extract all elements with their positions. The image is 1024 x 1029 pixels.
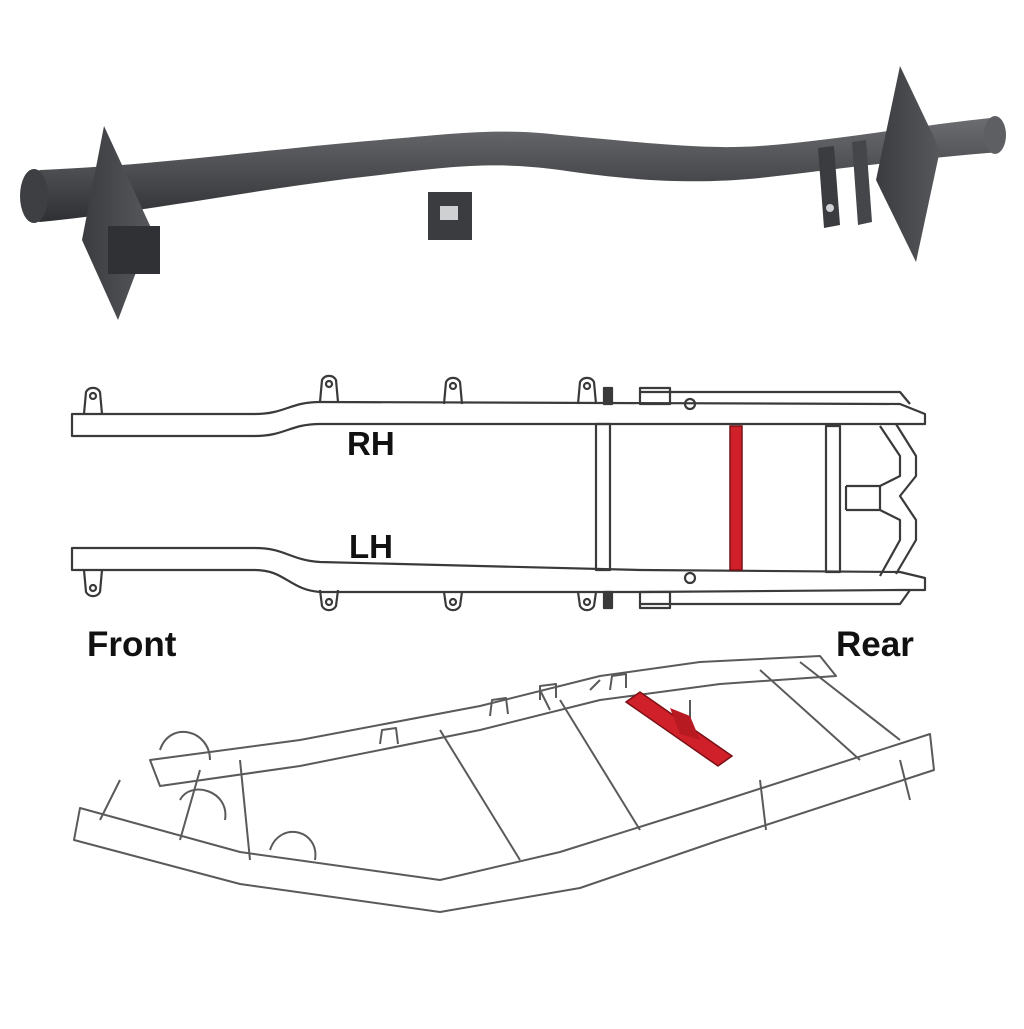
tube-end-right xyxy=(984,116,1006,154)
bracket-rh xyxy=(602,386,614,406)
iso-mid-cross-1 xyxy=(439,729,521,861)
label-lh: LH xyxy=(349,528,393,565)
mount-tabs-rh xyxy=(82,374,598,415)
crossmember-3 xyxy=(824,424,842,574)
iso-rail-near xyxy=(73,733,935,913)
iso-mount-tabs xyxy=(379,673,627,745)
iso-mid-cross-2 xyxy=(559,699,641,831)
frame-rail-rh xyxy=(70,400,927,438)
highlighted-crossmember-iso-flange xyxy=(670,708,700,740)
highlighted-crossmember-top xyxy=(729,425,743,571)
frame-rail-lh xyxy=(70,546,927,594)
shock-tab-1 xyxy=(818,146,840,228)
mounting-bracket-left xyxy=(108,226,160,274)
mount-tabs-lh xyxy=(82,569,598,612)
rear-rail-lh-box xyxy=(638,590,672,610)
label-rear: Rear xyxy=(836,625,914,664)
tab-hole xyxy=(826,204,834,212)
rear-rail-rh-outer xyxy=(640,390,911,405)
label-rh: RH xyxy=(347,425,395,462)
frame-isometric-diagram xyxy=(73,655,935,913)
iso-front-cross xyxy=(99,759,251,861)
rear-brace-outer xyxy=(895,423,918,575)
center-bracket-slot xyxy=(440,206,458,220)
iso-front-suspension xyxy=(159,731,317,861)
iso-rail-far xyxy=(149,655,837,787)
rear-brace xyxy=(844,425,902,577)
shock-tab-2 xyxy=(852,140,872,225)
label-front: Front xyxy=(87,625,177,664)
tube-end-left xyxy=(20,169,48,223)
mounting-plate-right xyxy=(876,66,940,262)
bracket-lh xyxy=(602,590,614,610)
mounting-plate-left xyxy=(82,126,152,320)
rear-rail-rh-box xyxy=(638,386,672,406)
iso-rear-cross-2 xyxy=(799,661,901,741)
crossmember-tube-photo xyxy=(20,66,1006,320)
frame-top-view-diagram xyxy=(70,374,927,612)
crossmember-1 xyxy=(594,422,612,572)
rear-rail-lh-outer xyxy=(640,589,911,606)
iso-rear-cross-1 xyxy=(759,669,861,761)
